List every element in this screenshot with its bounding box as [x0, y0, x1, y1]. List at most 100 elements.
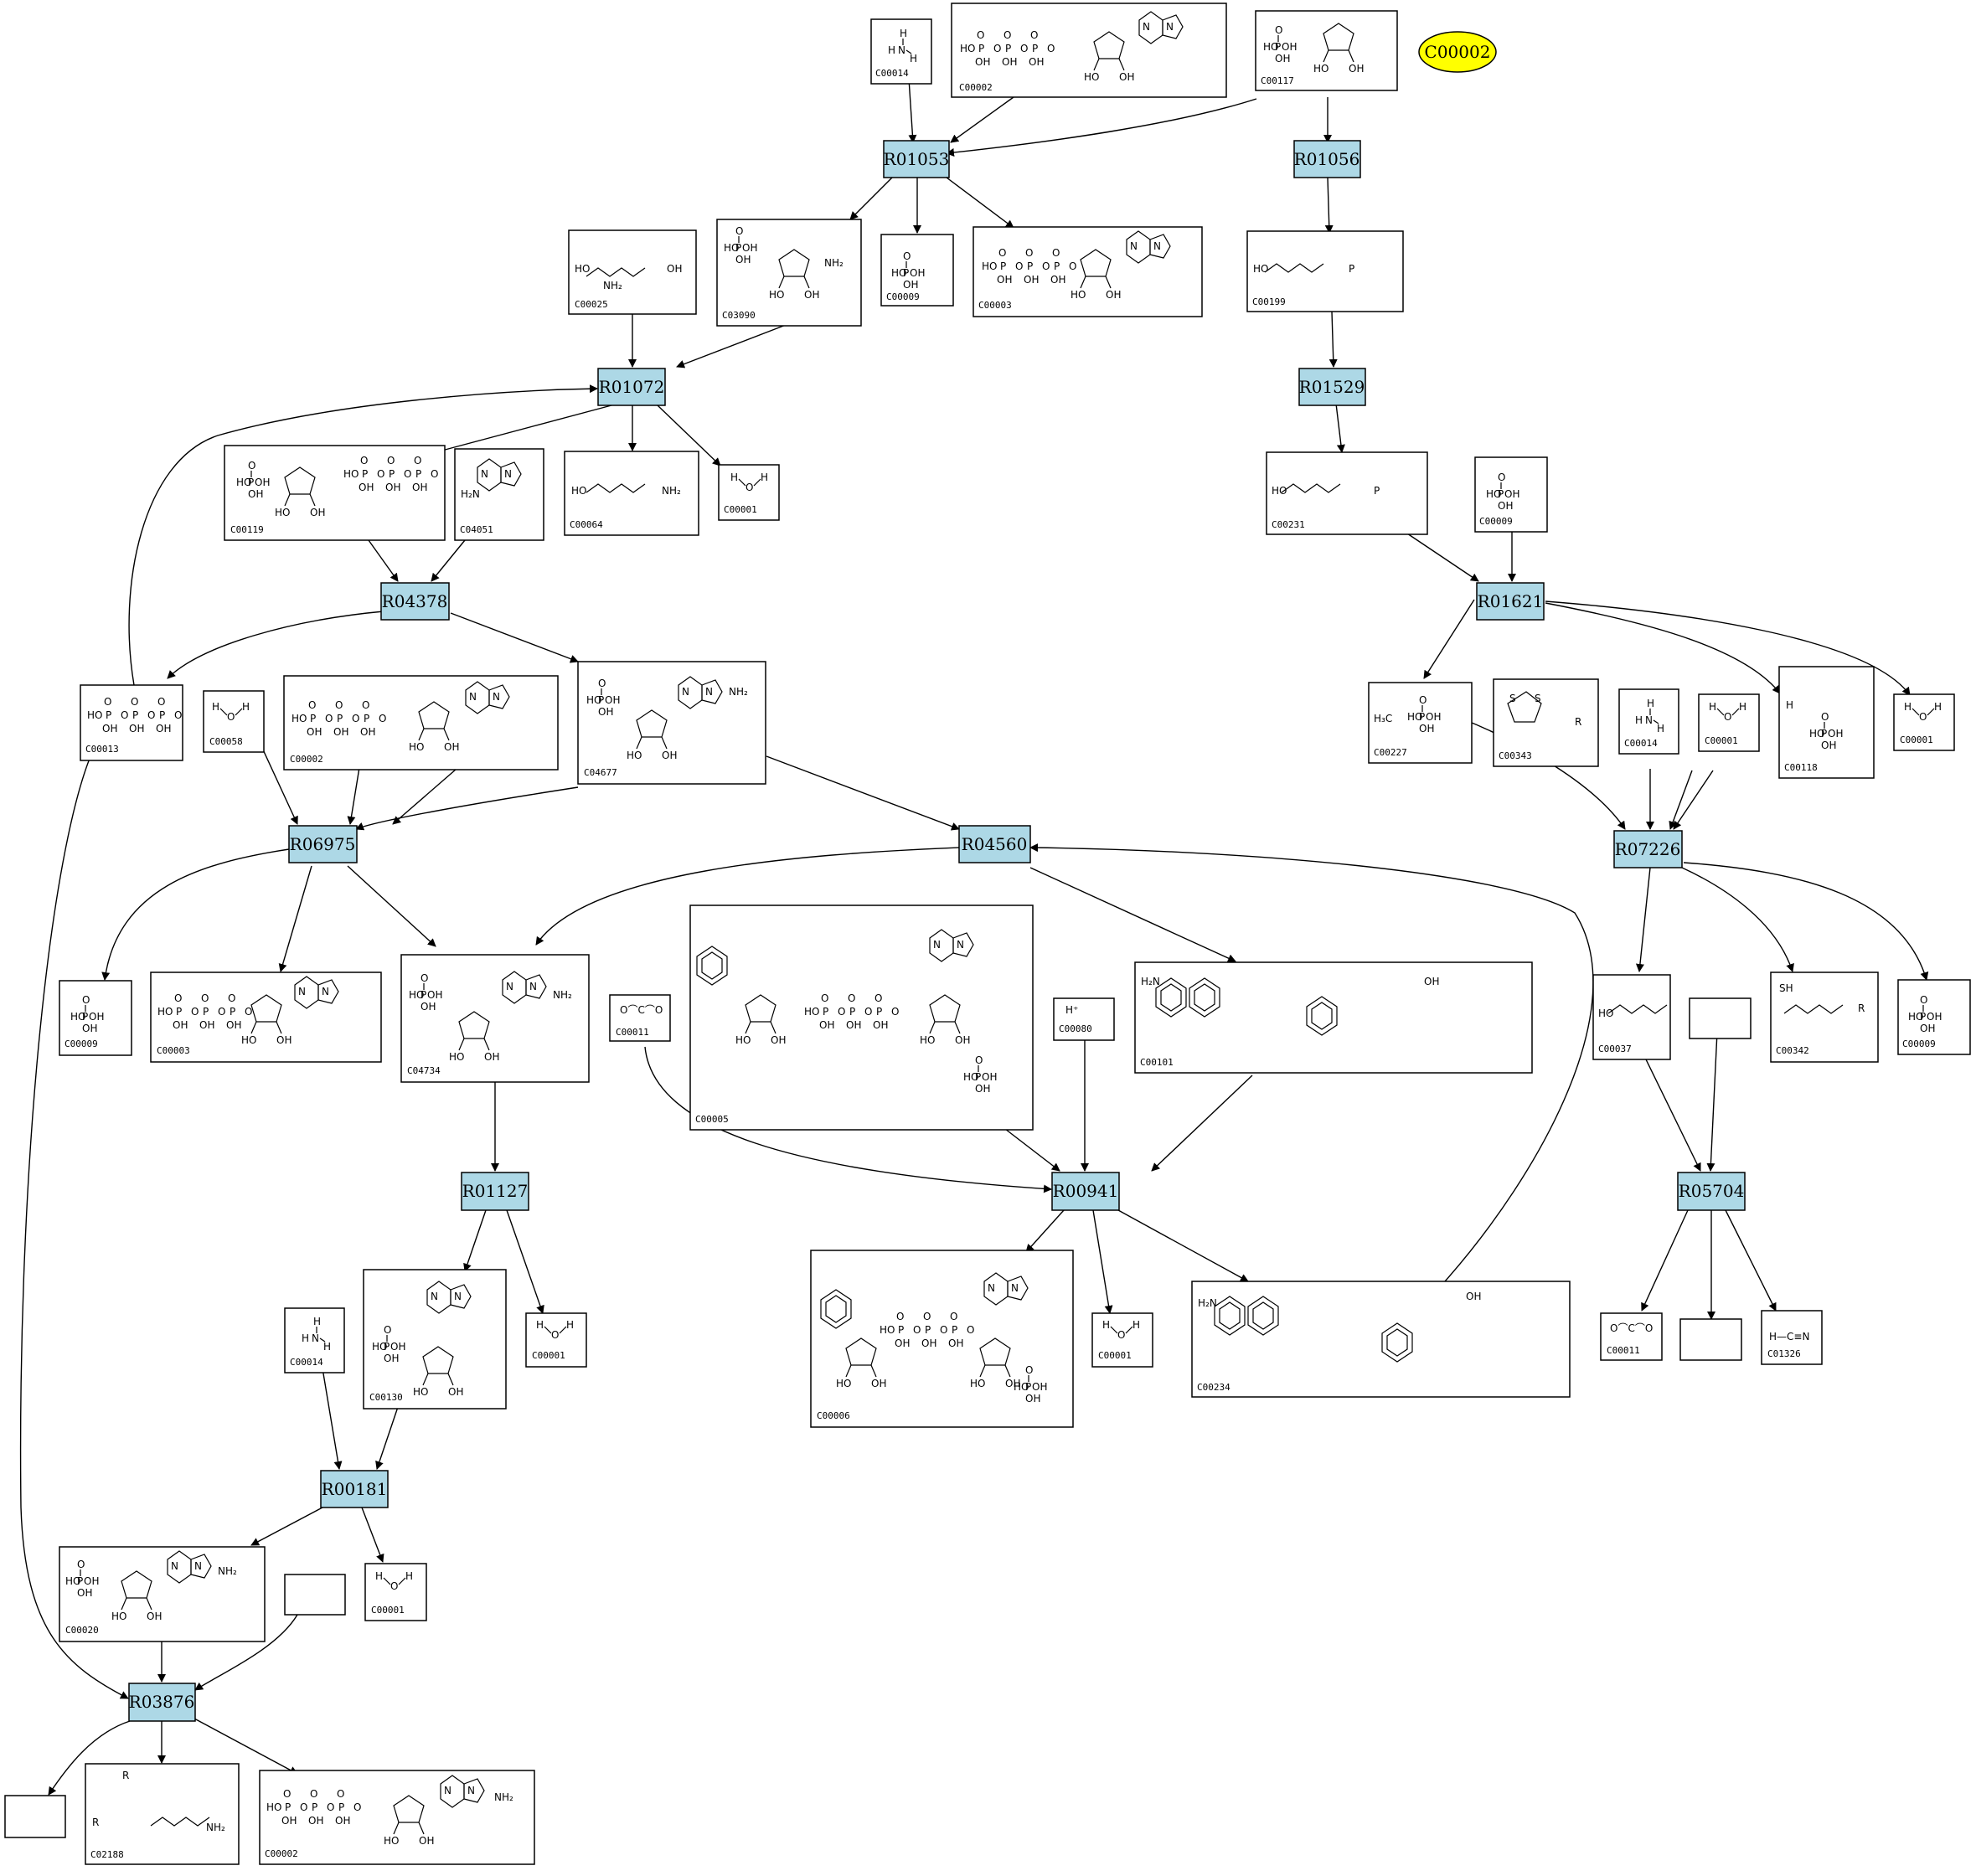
compound-c00037[interactable]: HO C00037: [1592, 974, 1671, 1060]
reaction-R01072[interactable]: R01072: [597, 368, 666, 406]
compound-c00001b[interactable]: C00001: [1698, 693, 1760, 752]
svg-text:H₂N: H₂N: [1141, 976, 1160, 987]
reaction-label: R01056: [1294, 149, 1360, 169]
compound-c00020[interactable]: NH₂ C00020: [59, 1546, 266, 1642]
svg-text:NH₂: NH₂: [206, 1822, 225, 1833]
reaction-R04378[interactable]: R04378: [380, 582, 450, 621]
compound-c00001e[interactable]: C00001: [1091, 1312, 1153, 1368]
compound-c00005[interactable]: C00005: [689, 904, 1034, 1131]
compound-c00009a[interactable]: C00009: [880, 234, 954, 307]
reaction-R06975[interactable]: R06975: [288, 825, 358, 863]
compound-c00014b[interactable]: C00014: [1618, 688, 1679, 755]
svg-text:R: R: [92, 1817, 99, 1828]
compound-c00231[interactable]: HO P C00231: [1266, 451, 1428, 535]
reaction-R07226[interactable]: R07226: [1613, 830, 1683, 868]
compound-c00117[interactable]: C00117: [1255, 10, 1398, 91]
compound-c00003a[interactable]: C00003: [973, 226, 1203, 317]
highlight-node[interactable]: C00002: [1418, 31, 1497, 73]
compound-c00002a[interactable]: C00002: [951, 3, 1227, 98]
svg-text:NH₂: NH₂: [662, 485, 681, 497]
compound-c00001c[interactable]: C00001: [1893, 693, 1955, 751]
compound-label: C00013: [85, 744, 119, 755]
compound-unknown-c[interactable]: [284, 1574, 346, 1616]
compound-c00227[interactable]: H₃C C00227: [1368, 682, 1473, 764]
compound-label: C00001: [371, 1605, 405, 1616]
reaction-label: R04560: [962, 834, 1028, 854]
svg-text:R: R: [1858, 1002, 1865, 1014]
compound-c00058[interactable]: C00058: [203, 690, 265, 753]
compound-label: C00118: [1784, 762, 1818, 773]
reaction-R04560[interactable]: R04560: [958, 825, 1031, 863]
svg-text:P: P: [1374, 485, 1380, 497]
compound-c00342[interactable]: SH R C00342: [1770, 972, 1879, 1063]
compound-c00001d[interactable]: C00001: [525, 1312, 587, 1368]
compound-c03090[interactable]: NH₂ C03090: [716, 219, 862, 327]
compound-c00343[interactable]: S S R C00343: [1493, 678, 1599, 767]
compound-c00006[interactable]: C00006: [810, 1250, 1074, 1428]
compound-c00064[interactable]: HO NH₂ C00064: [564, 451, 699, 536]
compound-c00014a[interactable]: C00014: [870, 18, 932, 85]
reaction-R00941[interactable]: R00941: [1051, 1172, 1120, 1211]
compound-label: C00101: [1140, 1057, 1174, 1068]
svg-text:H₂N: H₂N: [461, 488, 480, 500]
compound-c00234[interactable]: H₂N OH C00234: [1191, 1281, 1571, 1398]
compound-c01326[interactable]: H—C≡N C01326: [1761, 1310, 1823, 1365]
reaction-R01056[interactable]: R01056: [1293, 140, 1361, 178]
compound-c00001a[interactable]: C00001: [718, 464, 780, 521]
svg-text:H₃C: H₃C: [1374, 713, 1392, 724]
compound-c00130[interactable]: C00130: [363, 1269, 507, 1410]
compound-c00009d[interactable]: C00009: [1897, 979, 1971, 1055]
compound-c00025[interactable]: HO OH NH₂ C00025: [568, 229, 697, 315]
compound-c02188[interactable]: R R NH₂ C02188: [85, 1763, 240, 1865]
reaction-R00181[interactable]: R00181: [320, 1470, 389, 1508]
compound-label: C00227: [1374, 747, 1407, 758]
compound-label: C00003: [157, 1045, 190, 1056]
compound-label: C00001: [1900, 734, 1933, 745]
compound-c00003b[interactable]: C00003: [150, 972, 382, 1063]
reaction-label: R03876: [129, 1692, 195, 1712]
compound-label: C00003: [978, 300, 1012, 311]
svg-text:P: P: [1349, 263, 1354, 275]
reaction-R05704[interactable]: R05704: [1677, 1172, 1746, 1211]
svg-text:OH: OH: [1466, 1291, 1481, 1302]
svg-text:R: R: [122, 1770, 129, 1781]
compound-c00199[interactable]: HO P C00199: [1246, 230, 1404, 312]
compound-c04734[interactable]: NH₂ C04734: [400, 954, 590, 1083]
compound-c00014c[interactable]: C00014: [284, 1307, 345, 1374]
compound-c00080[interactable]: H⁺ C00080: [1053, 997, 1115, 1041]
compound-c00011a[interactable]: O⌒C⌒O C00011: [609, 994, 671, 1042]
compound-label: C00025: [575, 299, 608, 310]
compound-unknown-b[interactable]: [1679, 1318, 1742, 1361]
compound-label: C00001: [1705, 735, 1738, 746]
compound-c00011b[interactable]: O⌒C⌒O C00011: [1600, 1312, 1663, 1361]
compound-label: C00002: [265, 1848, 298, 1859]
svg-text:NH₂: NH₂: [824, 257, 844, 269]
compound-label: C04677: [584, 767, 617, 778]
svg-text:O⌒C⌒O: O⌒C⌒O: [1610, 1322, 1653, 1334]
compound-unknown-a[interactable]: [1689, 997, 1752, 1039]
reaction-R01053[interactable]: R01053: [883, 140, 950, 178]
compound-label: C04734: [407, 1065, 441, 1076]
compound-c00002b[interactable]: C00002: [283, 675, 559, 770]
reaction-R03876[interactable]: R03876: [128, 1683, 196, 1722]
reaction-label: R01072: [599, 377, 665, 397]
compound-label: C00002: [290, 754, 323, 765]
compound-c04677[interactable]: NH₂ C04677: [577, 661, 766, 785]
compound-c00009b[interactable]: C00009: [1474, 456, 1548, 533]
compound-label: C03090: [722, 310, 756, 321]
svg-text:NH₂: NH₂: [494, 1791, 513, 1803]
compound-c00009c[interactable]: C00009: [59, 980, 132, 1056]
compound-c04051[interactable]: H₂N C04051: [454, 448, 544, 541]
reaction-R01127[interactable]: R01127: [461, 1172, 529, 1211]
compound-unknown-d[interactable]: [4, 1795, 66, 1838]
compound-c00001f[interactable]: C00001: [364, 1563, 427, 1621]
reaction-R01529[interactable]: R01529: [1298, 368, 1366, 406]
compound-c00101[interactable]: H₂N OH C00101: [1134, 961, 1533, 1074]
compound-label: C00231: [1272, 519, 1305, 530]
reaction-R01621[interactable]: R01621: [1476, 582, 1545, 621]
compound-c00013[interactable]: C00013: [80, 684, 183, 761]
compound-c00119[interactable]: C00119: [224, 445, 446, 541]
compound-c00118[interactable]: H C00118: [1778, 666, 1875, 779]
compound-c00002c[interactable]: NH₂ C00002: [259, 1770, 535, 1865]
compound-label: C00001: [532, 1350, 565, 1361]
